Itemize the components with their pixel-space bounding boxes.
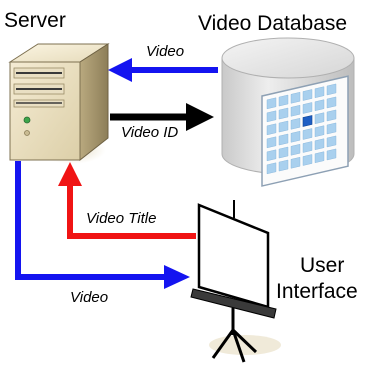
- edge-label-video-top: Video: [146, 43, 184, 60]
- edge-label-video-id: Video ID: [121, 124, 178, 141]
- projection-screen-icon: [190, 200, 281, 363]
- server-tower-icon: [8, 43, 110, 164]
- user-interface-node: User Interface: [190, 200, 358, 363]
- user-interface-label-line1: User: [300, 254, 344, 277]
- user-interface-label-line2: Interface: [276, 280, 358, 303]
- edge-video-db-to-server: Video: [108, 43, 218, 82]
- edge-label-video-bottom: Video: [70, 289, 108, 306]
- edge-video-id-server-to-db: Video ID: [110, 103, 214, 141]
- edge-video-title-ui-to-server: Video Title: [58, 162, 196, 239]
- server-node: Server: [4, 9, 110, 164]
- video-database-node: Video Database: [198, 12, 355, 187]
- video-database-label: Video Database: [198, 12, 347, 35]
- server-label: Server: [4, 9, 66, 32]
- edge-label-video-title: Video Title: [86, 210, 156, 227]
- video-grid-icon: [261, 75, 349, 187]
- edge-video-server-to-ui: Video: [15, 161, 190, 306]
